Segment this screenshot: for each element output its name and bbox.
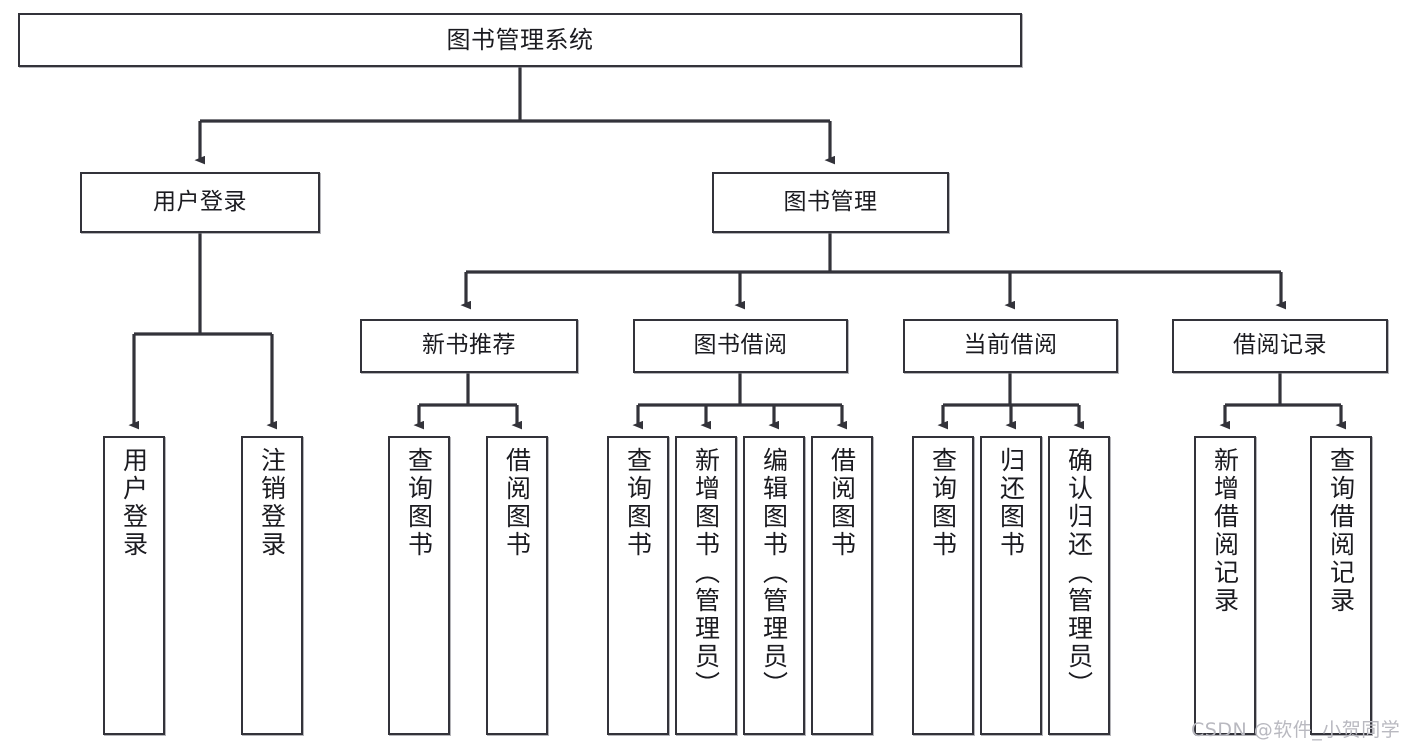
node-current-borrow[interactable]: 当前借阅 bbox=[903, 319, 1118, 373]
node-label: 编辑图书（管理员） bbox=[759, 447, 789, 699]
node-leaf-query-book-recommend[interactable]: 查询图书 bbox=[388, 436, 450, 735]
csdn-watermark: CSDN @软件_小贺同学 bbox=[1191, 719, 1401, 741]
node-leaf-confirm-return[interactable]: 确认归还（管理员） bbox=[1048, 436, 1110, 735]
node-leaf-borrow-book[interactable]: 借阅图书 bbox=[811, 436, 873, 735]
node-label: 查询借阅记录 bbox=[1326, 447, 1356, 615]
node-root-system[interactable]: 图书管理系统 bbox=[18, 13, 1022, 67]
node-book-manage[interactable]: 图书管理 bbox=[712, 172, 949, 233]
node-label: 确认归还（管理员） bbox=[1064, 447, 1094, 699]
node-label: 新书推荐 bbox=[422, 332, 516, 359]
node-leaf-user-login[interactable]: 用户登录 bbox=[103, 436, 165, 735]
node-label: 新增借阅记录 bbox=[1210, 447, 1240, 615]
node-label: 查询图书 bbox=[404, 447, 434, 559]
node-leaf-return-book[interactable]: 归还图书 bbox=[980, 436, 1042, 735]
node-new-book-recommend[interactable]: 新书推荐 bbox=[360, 319, 578, 373]
node-label: 图书管理 bbox=[783, 188, 878, 215]
node-label: 用户登录 bbox=[119, 447, 149, 559]
node-borrow-record[interactable]: 借阅记录 bbox=[1172, 319, 1388, 373]
node-label: 注销登录 bbox=[257, 447, 287, 559]
node-label: 归还图书 bbox=[996, 447, 1026, 559]
node-label: 当前借阅 bbox=[963, 332, 1058, 359]
node-leaf-query-book-current[interactable]: 查询图书 bbox=[912, 436, 974, 735]
node-leaf-edit-book[interactable]: 编辑图书（管理员） bbox=[743, 436, 805, 735]
node-label: 用户登录 bbox=[153, 188, 247, 215]
node-leaf-add-borrow-record[interactable]: 新增借阅记录 bbox=[1194, 436, 1256, 735]
node-label: 借阅记录 bbox=[1233, 332, 1327, 359]
node-label: 查询图书 bbox=[623, 447, 653, 559]
node-leaf-logout-login[interactable]: 注销登录 bbox=[241, 436, 303, 735]
node-leaf-add-book[interactable]: 新增图书（管理员） bbox=[675, 436, 737, 735]
node-label: 借阅图书 bbox=[502, 447, 532, 559]
node-book-borrow[interactable]: 图书借阅 bbox=[633, 319, 848, 373]
node-leaf-borrow-book-recommend[interactable]: 借阅图书 bbox=[486, 436, 548, 735]
node-label: 查询图书 bbox=[928, 447, 958, 559]
node-label: 图书借阅 bbox=[693, 332, 788, 359]
node-leaf-query-borrow-record[interactable]: 查询借阅记录 bbox=[1310, 436, 1372, 735]
node-label: 借阅图书 bbox=[827, 447, 857, 559]
node-label: 图书管理系统 bbox=[446, 25, 594, 54]
node-leaf-query-book-borrow[interactable]: 查询图书 bbox=[607, 436, 669, 735]
node-label: 新增图书（管理员） bbox=[691, 447, 721, 699]
node-user-login[interactable]: 用户登录 bbox=[80, 172, 320, 233]
